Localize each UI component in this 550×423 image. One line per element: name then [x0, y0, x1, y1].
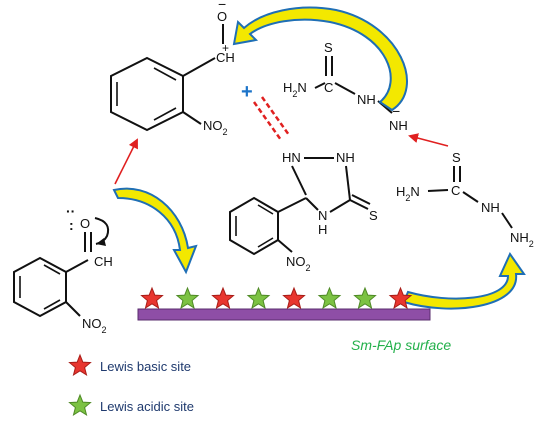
lewis-basic-star-icon — [68, 353, 92, 376]
lewis-acidic-star-icon — [246, 286, 271, 309]
cation-plus-sign: + — [241, 81, 253, 103]
triazole-sulfur-label: S — [369, 208, 378, 223]
thio-top-amine: H2N — [283, 80, 307, 99]
lewis-basic-star-icon — [388, 286, 413, 309]
activated-aldehyde-molecule: CH + O − NO2 — [110, 0, 235, 137]
triazole-product-molecule: HN NH N H S NO2 — [229, 150, 378, 273]
legend-acidic-star-icon — [68, 393, 92, 416]
electron-push-arrowhead — [96, 238, 106, 246]
lewis-basic-star-icon — [282, 286, 306, 309]
legend-basic-star-icon — [68, 353, 92, 376]
sm-fap-surface-bar — [137, 308, 431, 321]
nitro-group-label-left: NO2 — [82, 316, 107, 335]
lone-pair-dots-top: ·· — [66, 203, 75, 219]
lewis-acidic-star-icon — [175, 286, 200, 309]
activated-carbon-label: CH — [216, 50, 235, 65]
dashed-interaction-bond — [252, 96, 291, 141]
red-arrow-deprotonation — [408, 133, 449, 147]
triazole-h-label: H — [318, 222, 327, 237]
lewis-acidic-star-icon — [68, 393, 92, 416]
aldehyde-oxygen-label: O — [80, 216, 90, 231]
lone-pair-dots-left: : — [69, 217, 74, 233]
thio-top-carbon: C — [324, 80, 333, 95]
thio-right-carbon: C — [451, 183, 460, 198]
yellow-arrow-to-surface — [112, 187, 198, 275]
lewis-acidic-star-icon — [353, 286, 377, 309]
triazole-n-label: N — [318, 208, 327, 223]
sm-fap-surface-label: Sm-FAp surface — [351, 337, 451, 353]
oxide-minus-charge: − — [218, 0, 226, 12]
oxide-oxygen-label: O — [217, 9, 227, 24]
triazole-hn-label: HN — [282, 150, 301, 165]
carbon-plus-charge: + — [222, 41, 229, 55]
yellow-arrow-surface-to-amine — [402, 251, 526, 310]
thio-top-nh-anion: NH — [389, 118, 408, 133]
yellow-arrow-nucleophile-attack — [232, 6, 408, 112]
thio-top-sulfur: S — [324, 40, 333, 55]
legend: Lewis basic site Lewis acidic site — [68, 353, 194, 416]
lewis-basic-star-icon — [140, 286, 164, 309]
thiosemicarbazide-molecule: S H2N C NH NH2 — [396, 150, 534, 249]
aldehyde-molecule: O ·· : CH NO2 — [13, 203, 113, 335]
thio-right-nh2: NH2 — [510, 230, 534, 249]
legend-basic-label: Lewis basic site — [100, 359, 191, 374]
triazole-nh-label: NH — [336, 150, 355, 165]
nitro-group-label-mid: NO2 — [286, 254, 311, 273]
surface-star-row — [140, 286, 413, 309]
thio-top-minus-charge: − — [392, 103, 400, 119]
nitro-group-label-top: NO2 — [203, 118, 228, 137]
red-arrow-aldehyde-activation — [114, 138, 138, 185]
thio-right-amine: H2N — [396, 184, 420, 203]
lewis-acidic-star-icon — [317, 286, 342, 309]
thio-top-nh: NH — [357, 92, 376, 107]
aldehyde-ch-label: CH — [94, 254, 113, 269]
legend-acidic-label: Lewis acidic site — [100, 399, 194, 414]
lewis-basic-star-icon — [211, 286, 235, 309]
thio-right-nh: NH — [481, 200, 500, 215]
thio-right-sulfur: S — [452, 150, 461, 165]
